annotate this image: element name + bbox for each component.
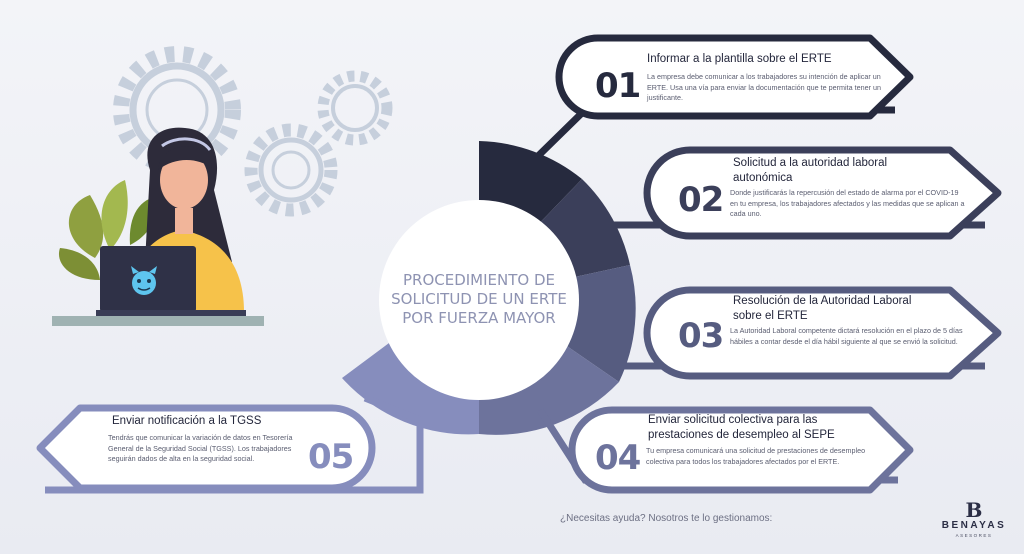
card-frames (36, 34, 1002, 494)
step-title: Enviar solicitud colectiva para las pres… (648, 414, 835, 441)
brand-logo: B BENAYAS ASESORES (932, 500, 1016, 538)
brand-name: BENAYAS (941, 520, 1007, 531)
desk (52, 316, 264, 326)
step-title: Solicitud a la autoridad laboral autonóm… (733, 157, 888, 184)
center-circle (379, 200, 579, 400)
step-title: Informar a la plantilla sobre el ERTE (647, 53, 832, 65)
step-description: La Autoridad Laboral competente dictará … (730, 326, 963, 346)
brand-subtitle: ASESORES (955, 533, 993, 538)
step-description: La empresa debe comunicar a los trabajad… (647, 72, 881, 102)
center-title: PROCEDIMIENTO DE SOLICITUD DE UN ERTE PO… (391, 270, 567, 327)
step-description: Tendrás que comunicar la variación de da… (108, 433, 293, 463)
step-number: 01 (595, 66, 641, 106)
gear-icon (317, 70, 393, 146)
step-title: Resolución de la Autoridad Laboral sobre… (733, 295, 912, 322)
step-title: Enviar notificación a la TGSS (112, 415, 262, 427)
brand-letter: B (965, 498, 983, 522)
step-description: Donde justificarás la repercusión del es… (730, 188, 965, 218)
step-number: 03 (678, 316, 724, 356)
footer-help-text: ¿Necesitas ayuda? Nosotros te lo gestion… (560, 513, 773, 524)
step-number: 05 (308, 437, 354, 477)
laptop-icon (96, 246, 246, 316)
step-description: Tu empresa comunicará una solicitud de p… (646, 446, 866, 466)
step-number: 02 (678, 180, 724, 220)
step-number: 04 (595, 438, 641, 478)
gear-icon (244, 123, 338, 217)
